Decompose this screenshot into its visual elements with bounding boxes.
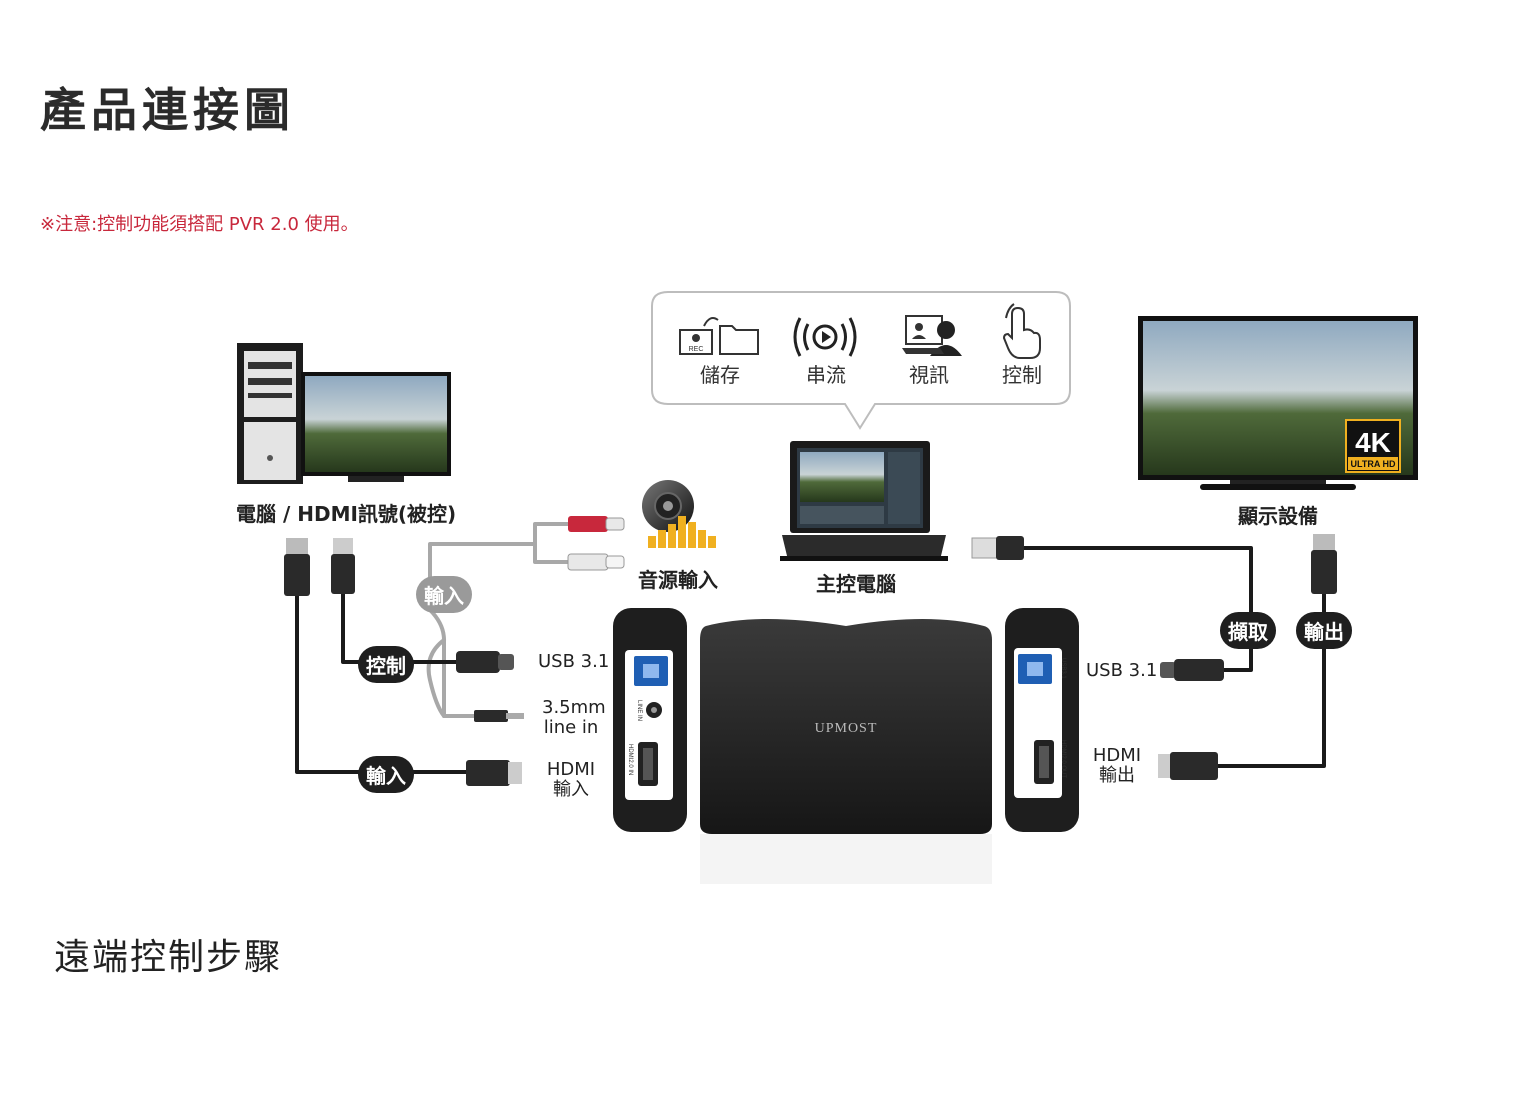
hdmi-out-name: HDMI xyxy=(1092,745,1142,766)
right-panel: USB3.1 HDMI2.0 OUT xyxy=(1005,608,1079,832)
line-in-size: 3.5mm xyxy=(542,697,606,718)
video-call-icon xyxy=(902,315,962,356)
stream-icon xyxy=(793,317,857,357)
control-note: ※注意:控制功能須搭配 PVR 2.0 使用。 xyxy=(40,214,359,235)
rec-folder-icon: REC xyxy=(679,317,759,355)
badge-4k: 4K xyxy=(1355,427,1391,458)
right-usb-label: USB 3.1 xyxy=(1086,660,1158,681)
hdmi-out-desc: 輸出 xyxy=(1099,765,1135,786)
capture-device: UPMOST LINE IN HDMI2.0 IN USB3.1 HDMI2.0… xyxy=(613,608,1079,884)
pill-output: 輸出 xyxy=(1296,612,1352,649)
line-in-text: LINE IN xyxy=(636,700,642,721)
touch-hand-icon xyxy=(1002,303,1041,359)
brand-logo: UPMOST xyxy=(815,721,878,736)
rec-text: REC xyxy=(689,346,704,353)
usb-text: USB3.1 xyxy=(1060,658,1066,679)
connectors xyxy=(284,516,1337,786)
hdmi-in-desc: 輸入 xyxy=(553,779,589,800)
display-tv: 4K ULTRA HD xyxy=(1138,316,1418,490)
page-title: 產品連接圖 xyxy=(40,83,295,137)
bubble-label-stream: 串流 xyxy=(806,363,846,387)
left-line-label: 3.5mm line in xyxy=(542,697,606,738)
badge-ultra: ULTRA HD xyxy=(1351,459,1396,469)
left-usb-label: USB 3.1 xyxy=(538,651,610,672)
bubble-label-control: 控制 xyxy=(1002,363,1042,387)
host-label: 主控電腦 xyxy=(816,572,896,596)
pill-input-hdmi: 輸入 xyxy=(358,756,414,793)
section-title-remote-steps: 遠端控制步驟 xyxy=(54,937,283,978)
left-panel: LINE IN HDMI2.0 IN xyxy=(613,608,687,832)
audio-label: 音源輸入 xyxy=(638,568,718,592)
pill-capture: 擷取 xyxy=(1220,612,1276,649)
source-label: 電腦 / HDMI訊號(被控) xyxy=(236,502,457,526)
line-in-text-label: line in xyxy=(543,717,599,738)
right-hdmi-label: HDMI 輸出 xyxy=(1092,746,1142,786)
source-pc xyxy=(237,343,451,484)
host-laptop xyxy=(780,441,948,561)
feature-bubble: REC xyxy=(651,291,1071,430)
bubble-label-save: 儲存 xyxy=(700,363,740,387)
display-label: 顯示設備 xyxy=(1238,504,1318,528)
speaker-icon xyxy=(642,480,716,548)
4k-badge: 4K ULTRA HD xyxy=(1345,419,1401,473)
pill-input-audio: 輸入 xyxy=(416,576,472,613)
hdmi-in-name: HDMI xyxy=(546,759,596,780)
hdmi-out-text: HDMI2.0 OUT xyxy=(1060,740,1066,778)
pill-control: 控制 xyxy=(358,646,414,683)
hdmi-in-text: HDMI2.0 IN xyxy=(627,744,633,775)
bubble-label-video: 視訊 xyxy=(909,363,949,387)
left-hdmi-label: HDMI 輸入 xyxy=(546,760,596,800)
